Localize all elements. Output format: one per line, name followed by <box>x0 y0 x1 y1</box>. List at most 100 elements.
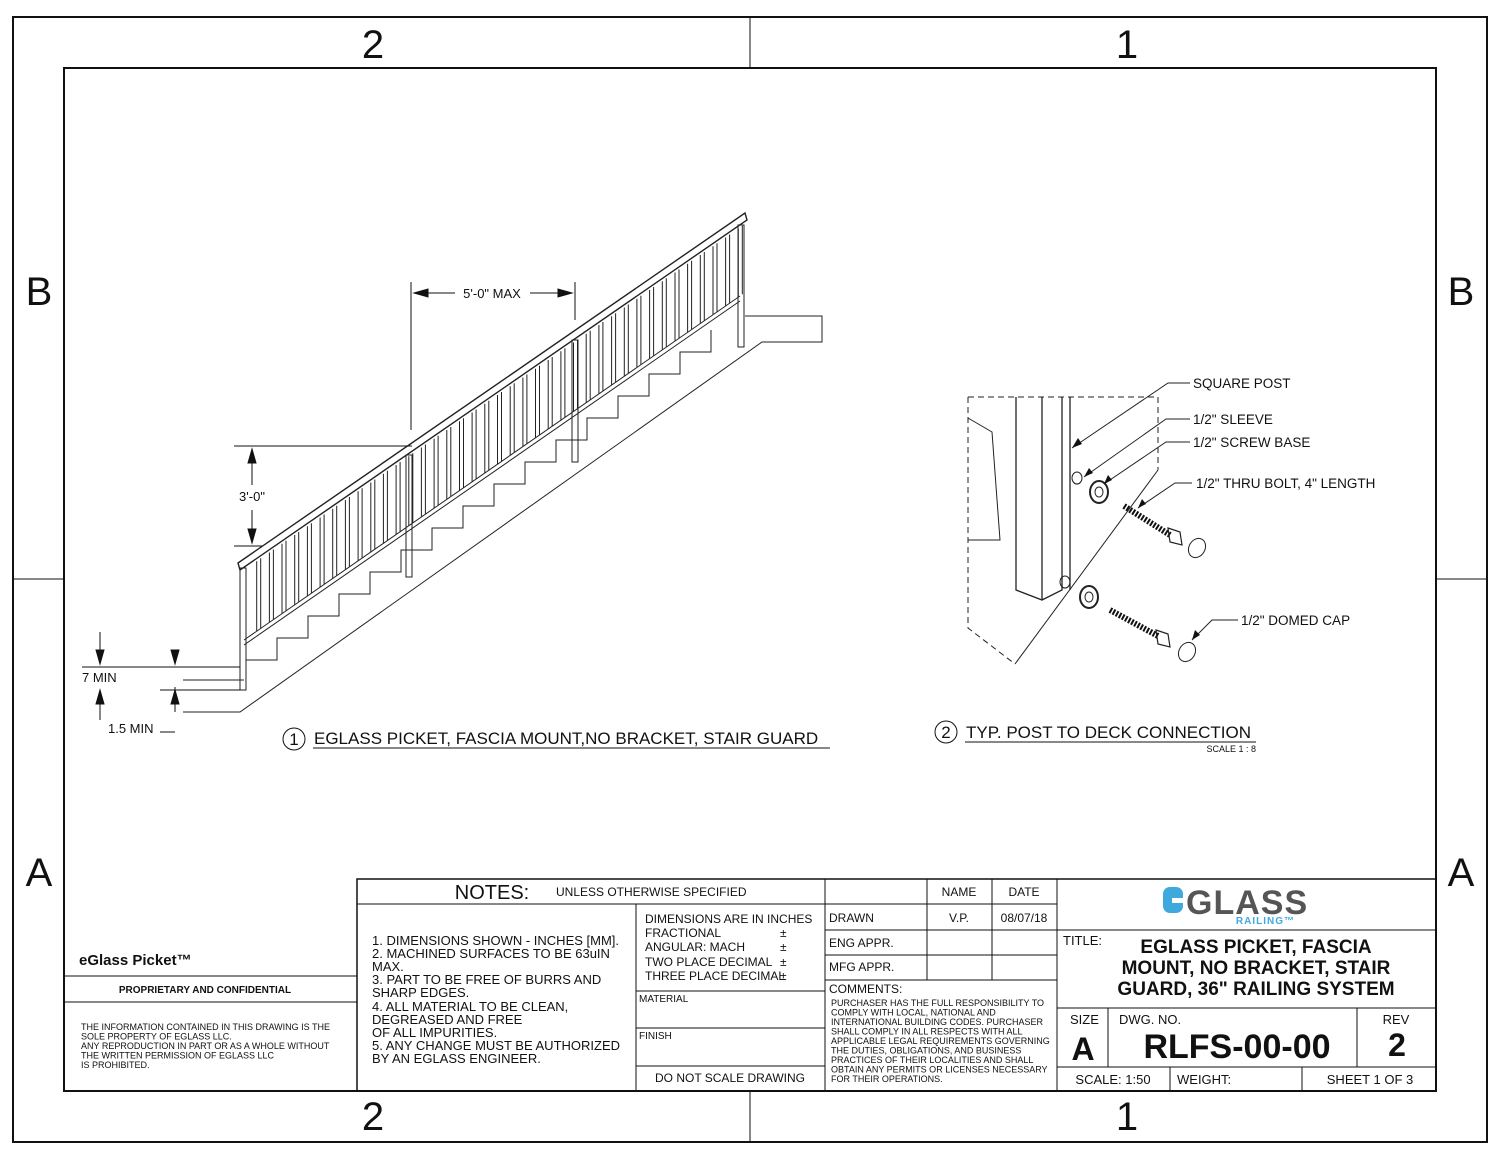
tolerance-pm-2: ± <box>780 940 787 954</box>
tolerance-pm-1: ± <box>780 926 787 940</box>
zone-label-right-a: A <box>1448 851 1475 895</box>
zone-label-left-a: A <box>26 851 53 895</box>
deck-section <box>967 396 1159 665</box>
drawn-label: DRAWN <box>829 911 874 925</box>
bottom-rail <box>243 295 741 646</box>
post-4 <box>737 224 745 348</box>
dim-min-bottom: 1.5 MIN <box>108 721 154 736</box>
comment-line-6: THE DUTIES, OBLIGATIONS, AND BUSINESS <box>831 1046 1021 1056</box>
note-line-5: SHARP EDGES. <box>372 985 469 1000</box>
tolerance-line-2: FRACTIONAL <box>645 926 721 940</box>
notes-heading: NOTES: <box>455 882 529 904</box>
note-line-1: 1. DIMENSIONS SHOWN - INCHES [MM]. <box>372 933 619 948</box>
drawn-date: 08/07/18 <box>1001 911 1048 925</box>
view1-dimensions <box>82 282 576 733</box>
view2-number-circle <box>934 720 958 744</box>
dwg-no-value: RLFS-00-00 <box>1143 1028 1330 1066</box>
note-line-4: 3. PART TO BE FREE OF BURRS AND <box>372 972 601 987</box>
view1-number: 1 <box>289 730 298 749</box>
view1-caption: EGLASS PICKET, FASCIA MOUNT,NO BRACKET, … <box>314 729 818 748</box>
scale-value: SCALE: 1:50 <box>1075 1072 1150 1087</box>
comment-line-4: SHALL COMPLY IN ALL RESPECTS WITH ALL <box>831 1027 1023 1037</box>
confidential-line-1: THE INFORMATION CONTAINED IN THIS DRAWIN… <box>81 1022 330 1032</box>
note-line-9: 5. ANY CHANGE MUST BE AUTHORIZED <box>372 1038 620 1053</box>
note-line-10: BY AN EGLASS ENGINEER. <box>372 1051 541 1066</box>
tolerance-line-1: DIMENSIONS ARE IN INCHES <box>645 912 812 926</box>
do-not-scale: DO NOT SCALE DRAWING <box>655 1071 805 1085</box>
tolerance-pm-4: ± <box>780 969 787 983</box>
comment-line-3: INTERNATIONAL BUILDING CODES. PURCHASER <box>831 1017 1044 1027</box>
fascia-edge <box>967 417 1001 541</box>
confidential-line-4: THE WRITTEN PERMISSION OF EGLASS LLC <box>81 1051 275 1061</box>
post-3 <box>571 339 579 463</box>
finish-label: FINISH <box>639 1031 672 1042</box>
view1-number-circle <box>282 727 306 751</box>
note-line-3: MAX. <box>372 959 404 974</box>
dim-rail-height: 3'-0" <box>239 489 265 504</box>
thru-bolt-upper <box>1122 503 1172 538</box>
square-post <box>1015 397 1071 601</box>
size-value: A <box>1071 1031 1094 1067</box>
product-name: eGlass Picket™ <box>79 952 192 969</box>
zone-label-bottom-1: 1 <box>1116 1095 1138 1139</box>
confidential-line-3: ANY REPRODUCTION IN PART OR AS A WHOLE W… <box>81 1041 330 1051</box>
logo-wordmark: GLASS <box>1186 884 1308 922</box>
callout-square-post: SQUARE POST <box>1193 376 1291 391</box>
title-line-3: GUARD, 36" RAILING SYSTEM <box>1117 979 1394 1000</box>
callout-thru-bolt: 1/2" THRU BOLT, 4" LENGTH <box>1196 476 1375 491</box>
zone-label-top-2: 2 <box>362 23 384 67</box>
view2-leader-arrows <box>1072 438 1200 640</box>
drawn-name: V.P. <box>949 911 969 925</box>
material-label: MATERIAL <box>639 994 689 1005</box>
note-line-8: OF ALL IMPURITIES. <box>372 1025 497 1040</box>
post-1 <box>239 567 247 691</box>
sheet-value: SHEET 1 OF 3 <box>1327 1072 1413 1087</box>
weight-label: WEIGHT: <box>1177 1072 1231 1087</box>
post-connection-view <box>967 382 1238 665</box>
title-line-2: MOUNT, NO BRACKET, STAIR <box>1122 958 1391 979</box>
thru-bolt-lower <box>1108 607 1160 639</box>
tolerance-pm-3: ± <box>780 955 787 969</box>
post-2 <box>405 454 413 578</box>
comment-line-2: COMPLY WITH LOCAL, NATIONAL AND <box>831 1008 996 1018</box>
note-line-6: 4. ALL MATERIAL TO BE CLEAN, <box>372 999 568 1014</box>
view2-number: 2 <box>941 723 950 742</box>
title-line-1: EGLASS PICKET, FASCIA <box>1140 937 1371 958</box>
confidential-line-2: SOLE PROPERTY OF EGLASS LLC. <box>81 1032 232 1042</box>
view2-caption: TYP. POST TO DECK CONNECTION <box>966 723 1251 742</box>
stair-guard-view <box>183 211 823 713</box>
comment-line-9: FOR THEIR OPERATIONS. <box>831 1074 943 1084</box>
comment-line-8: OBTAIN ANY PERMITS OR LICENSES NECESSARY <box>831 1065 1048 1075</box>
stair-stringer <box>183 315 823 713</box>
zone-label-right-b: B <box>1448 270 1475 314</box>
comment-line-7: PRACTICES OF THEIR LOCALITIES AND SHALL <box>831 1055 1033 1065</box>
glass-pickets <box>256 225 743 632</box>
logo-subtitle: RAILING™ <box>1236 916 1295 927</box>
notes-subheading: UNLESS OTHERWISE SPECIFIED <box>556 885 747 899</box>
stair-steps <box>246 330 712 661</box>
top-rail <box>237 211 748 572</box>
name-header: NAME <box>942 885 977 899</box>
dwg-no-label: DWG. NO. <box>1119 1012 1181 1027</box>
callout-screw-base: 1/2" SCREW BASE <box>1193 435 1310 450</box>
title-label: TITLE: <box>1063 933 1102 948</box>
view2-scale: SCALE 1 : 8 <box>1206 744 1256 754</box>
date-header: DATE <box>1008 885 1039 899</box>
rev-label: REV <box>1383 1012 1410 1027</box>
callout-domed-cap: 1/2" DOMED CAP <box>1241 613 1350 628</box>
company-block <box>64 975 357 1003</box>
zone-label-bottom-2: 2 <box>362 1095 384 1139</box>
size-label: SIZE <box>1070 1012 1099 1027</box>
dim-min-top: 7 MIN <box>82 670 117 685</box>
confidential-heading: PROPRIETARY AND CONFIDENTIAL <box>119 985 291 996</box>
title-block-grid <box>356 878 1437 1092</box>
rev-value: 2 <box>1388 1027 1406 1063</box>
note-line-2: 2. MACHINED SURFACES TO BE 63uIN <box>372 946 610 961</box>
tolerance-line-3: ANGULAR: MACH <box>645 940 745 954</box>
callout-sleeve: 1/2" SLEEVE <box>1193 412 1273 427</box>
mfg-appr-label: MFG APPR. <box>829 960 894 974</box>
eng-appr-label: ENG APPR. <box>829 936 894 950</box>
zone-label-top-1: 1 <box>1116 23 1138 67</box>
confidential-line-5: IS PROHIBITED. <box>81 1060 150 1070</box>
